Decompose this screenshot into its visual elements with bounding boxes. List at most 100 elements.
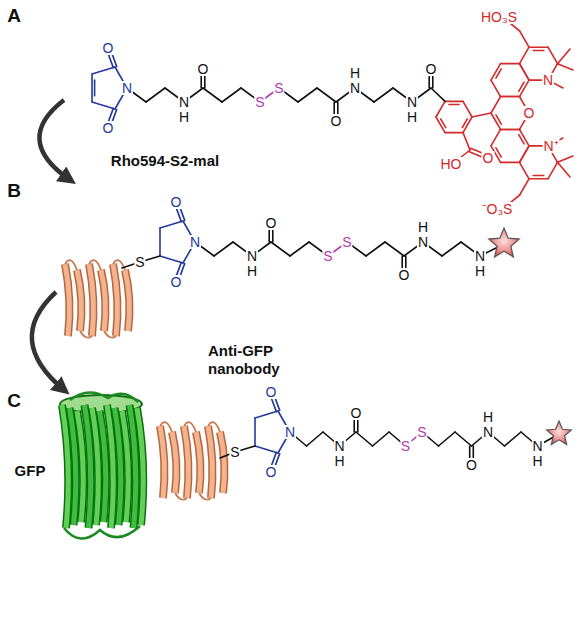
atom-label: O — [170, 195, 183, 209]
atom-label: H — [417, 220, 429, 234]
bond — [520, 179, 530, 195]
loop — [80, 331, 92, 338]
molecule-name: GFP — [15, 463, 46, 478]
bond — [491, 97, 501, 113]
bond — [496, 148, 501, 157]
bond — [501, 96, 520, 98]
bond — [373, 432, 390, 446]
bond — [501, 129, 520, 131]
beta-strand — [77, 270, 81, 331]
dye-star — [547, 421, 572, 445]
panel-letter: C — [7, 391, 21, 410]
bond — [271, 242, 290, 256]
atom-label: N⁺ — [542, 139, 559, 153]
bond — [529, 178, 548, 180]
atom-label: S — [400, 439, 411, 453]
atom-label: N — [178, 95, 190, 109]
bond — [455, 432, 472, 446]
bond — [558, 162, 571, 177]
panel-letter: A — [7, 6, 21, 25]
atom-label: N — [121, 81, 133, 95]
beta-strand — [172, 432, 176, 493]
bond — [439, 432, 456, 446]
beta-strand — [122, 411, 128, 522]
atom-label: N — [246, 249, 258, 263]
bond — [501, 96, 520, 98]
atom-label: O — [482, 151, 495, 165]
atom-label: O — [102, 121, 115, 135]
bond — [491, 80, 501, 96]
atom-label: N — [542, 73, 554, 87]
atom-label: S — [322, 249, 333, 263]
beta-strand — [92, 408, 98, 525]
beta-strand — [100, 411, 106, 522]
beta-strand — [77, 411, 83, 522]
beta-strand — [184, 426, 188, 498]
bond — [441, 119, 446, 128]
atom-label: N — [284, 425, 296, 439]
atom-label: O — [425, 62, 438, 76]
atom-label: H — [406, 110, 418, 124]
atom-label: S — [254, 95, 265, 109]
beta-strand — [100, 411, 106, 522]
bond — [431, 88, 445, 101]
bond — [520, 80, 530, 96]
bond — [520, 162, 530, 178]
bond — [374, 88, 393, 102]
beta-strand — [113, 264, 117, 336]
bond — [520, 64, 530, 80]
atom-label: H — [246, 264, 258, 278]
beta-strand — [77, 411, 83, 522]
atom-label: H — [333, 454, 345, 468]
atom-label: HO₃S — [480, 10, 518, 24]
bond — [317, 88, 336, 102]
atom-label: S — [229, 445, 240, 459]
bond — [436, 101, 445, 117]
beta-strand — [89, 264, 93, 336]
atom-label: H — [482, 410, 494, 424]
beta-strand — [220, 432, 224, 493]
beta-strand — [101, 270, 105, 331]
atom-label: O — [523, 106, 536, 120]
beta-strand — [196, 432, 200, 493]
atom-label: N — [333, 439, 345, 453]
atom-label: O — [265, 216, 278, 230]
atom-label: O — [350, 406, 363, 420]
beta-strand — [208, 426, 212, 498]
bond — [463, 101, 472, 117]
atom-label: N — [482, 425, 494, 439]
molecule-name: Rho594-S2-mal — [111, 153, 219, 168]
bond — [254, 418, 256, 446]
beta-strand — [70, 408, 76, 525]
beta-strand — [208, 426, 212, 498]
atom-label: O — [330, 114, 343, 128]
bond — [146, 88, 165, 102]
bond — [519, 135, 524, 144]
bond — [203, 88, 222, 102]
beta-strand — [220, 432, 224, 493]
beta-strand — [85, 405, 91, 528]
bond — [491, 113, 501, 129]
atom-label: N — [474, 249, 486, 263]
reaction-arrow — [39, 100, 70, 180]
bond — [255, 411, 278, 418]
protein-name: Anti-GFP nanobody — [208, 342, 303, 378]
loop — [175, 493, 187, 500]
beta-strand — [115, 408, 121, 525]
beta-strand — [160, 426, 164, 498]
bond — [520, 31, 530, 47]
bond — [385, 242, 404, 256]
bond — [307, 432, 324, 446]
bond — [548, 47, 558, 63]
beta-strand — [160, 426, 164, 498]
beta-strand — [107, 405, 113, 528]
bond — [462, 119, 467, 128]
beta-strand — [125, 270, 129, 331]
beta-strand — [62, 405, 68, 528]
bond — [445, 132, 463, 134]
nanobody-ribbon — [160, 422, 224, 500]
bond — [558, 49, 571, 64]
beta-strand — [101, 270, 105, 331]
beta-strand — [65, 264, 69, 336]
